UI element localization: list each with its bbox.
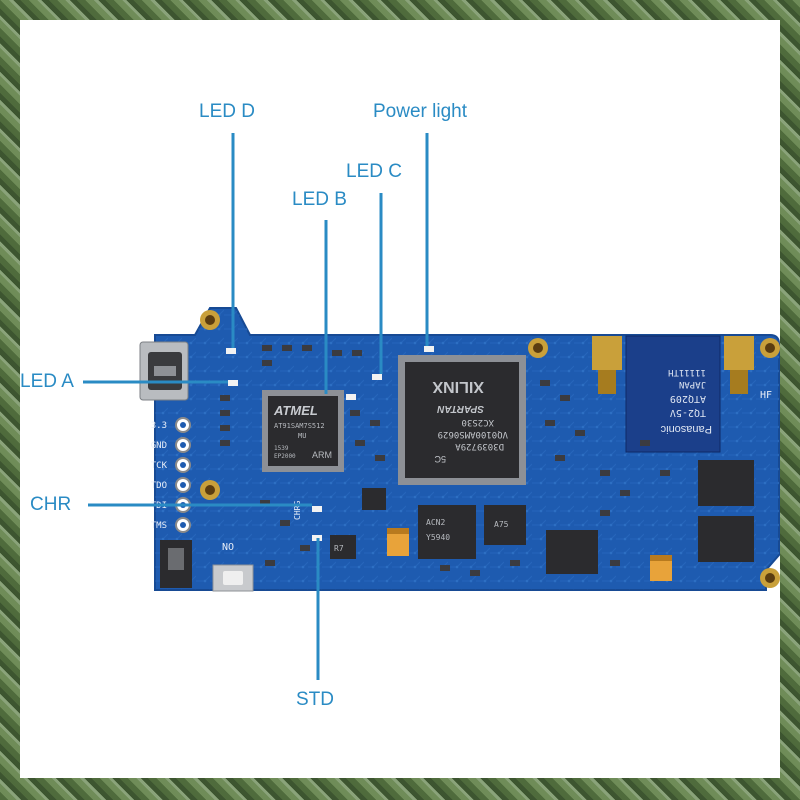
capacitors	[387, 528, 672, 581]
pin-label: GND	[151, 441, 167, 451]
mounting-holes	[200, 310, 780, 588]
ic-label: ACN2	[426, 518, 445, 527]
pin-label: 3.3	[151, 421, 167, 431]
mcu-chip: ATMEL AT91SAM7S512 MU 1539 EP2000 ARM	[262, 390, 344, 472]
relay-text: TQ2-5V	[670, 407, 706, 418]
pin-label: TDO	[151, 481, 167, 491]
silk-hf: HF	[760, 390, 772, 401]
mcu-text: EP2000	[274, 453, 296, 460]
relay-text: 11111TH	[668, 367, 706, 377]
mcu-text: MU	[298, 432, 306, 440]
switch-label: NO	[222, 542, 234, 553]
callout-led-b: LED B	[292, 189, 347, 210]
pin-label: TCK	[151, 461, 168, 471]
fpga-text: 5C	[434, 454, 446, 464]
ic-label: A75	[494, 520, 509, 529]
gold-components	[592, 336, 754, 394]
usb-connector	[139, 341, 189, 401]
mcu-text: 1539	[274, 445, 289, 452]
mcu-brand: ATMEL	[273, 403, 318, 418]
mcu-text: AT91SAM7S512	[274, 422, 325, 430]
relay-text: JAPAN	[679, 379, 706, 389]
ic-text: ACN2 Y5940 A75 R7	[334, 518, 509, 553]
relay: Panasonic TQ2-5V ATQ209 JAPAN 11111TH	[625, 335, 721, 453]
smd-passives	[220, 345, 670, 576]
ic-label: R7	[334, 544, 344, 553]
callout-chr: CHR	[30, 494, 72, 515]
small-ics	[330, 460, 754, 574]
callout-led-a: LED A	[20, 371, 74, 392]
fpga-text: D3039729A	[455, 441, 504, 451]
relay-text: Panasonic	[660, 423, 712, 435]
fpga-text: XC2S30	[461, 417, 494, 427]
fpga-chip: 5C D3039729A VQ0100AMS0629 XC2S30 SPARTA…	[398, 355, 526, 485]
fpga-text: XILINX	[432, 378, 484, 395]
ic-label: Y5940	[426, 533, 450, 542]
mcu-text: ARM	[312, 450, 332, 460]
pin-label: TMS	[151, 521, 167, 531]
relay-text: ATQ209	[670, 393, 706, 404]
push-button	[212, 564, 254, 592]
silk-chrg: CHRG	[293, 501, 302, 520]
callout-std: STD	[296, 689, 334, 710]
jtag-header	[175, 417, 191, 533]
callout-led-c: LED C	[346, 161, 402, 182]
callout-led-d: LED D	[199, 101, 255, 122]
callout-power-light: Power light	[373, 101, 467, 122]
callout-lines	[83, 133, 429, 680]
fpga-text: VQ0100AMS0629	[438, 429, 508, 439]
slide-switch	[160, 540, 192, 588]
fpga-text: SPARTAN	[437, 403, 484, 414]
